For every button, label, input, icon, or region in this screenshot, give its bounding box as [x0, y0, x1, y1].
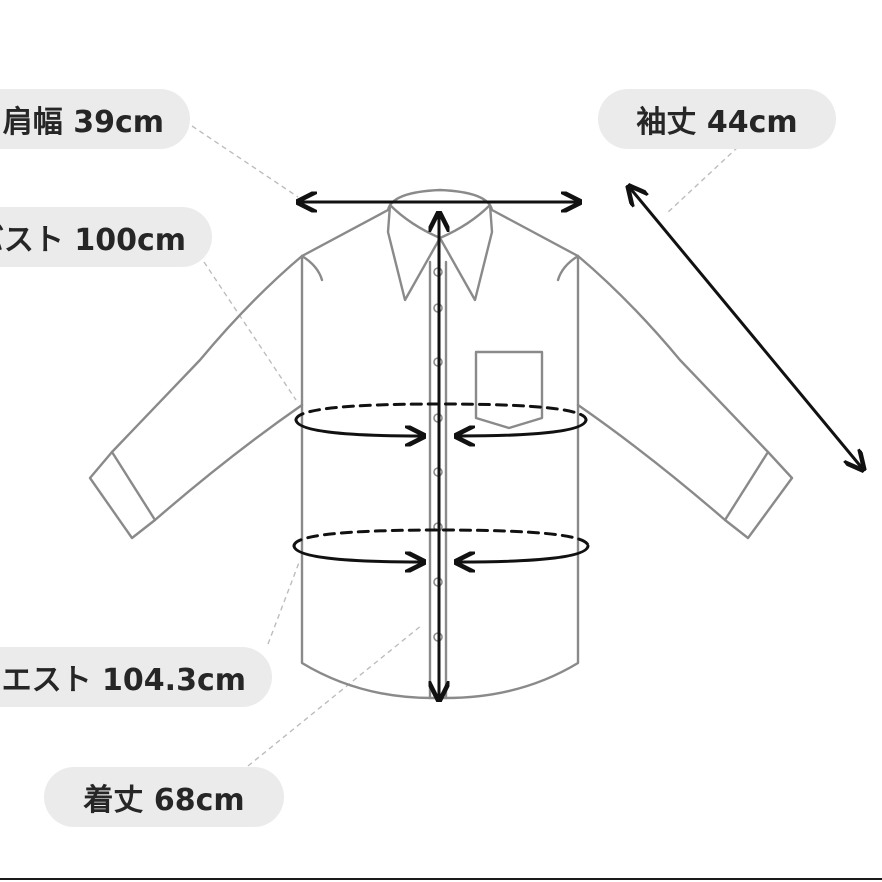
chest-ellipse-back — [294, 402, 588, 422]
waist-arrow-right — [458, 544, 590, 562]
shirt-outline — [88, 188, 794, 700]
chest-label: バスト 100cm — [0, 207, 212, 267]
sleeve-arrow — [630, 188, 862, 468]
collar-band — [386, 188, 494, 212]
collar-left — [386, 203, 442, 302]
sleeve-length-text: 袖丈 44cm — [636, 105, 798, 140]
collar-right — [438, 203, 494, 302]
length-label: 着丈 68cm — [44, 767, 284, 827]
leader-waist — [267, 559, 301, 645]
right-sleeve — [576, 254, 794, 540]
bottom-divider — [0, 878, 882, 880]
yoke-seam-right — [556, 254, 580, 282]
leader-lines — [191, 125, 739, 767]
waist-arrow-left — [292, 544, 422, 562]
shoulder-width-text: 肩幅 39cm — [2, 105, 164, 140]
leader-length — [247, 624, 423, 767]
shoulder-width-label: 肩幅 39cm — [0, 89, 190, 149]
leader-sleeve — [665, 146, 739, 215]
waist-label: ウエスト 104.3cm — [0, 647, 272, 707]
length-text: 着丈 68cm — [83, 783, 245, 818]
leader-chest — [203, 261, 297, 401]
waist-text: ウエスト 104.3cm — [0, 663, 246, 698]
left-cuff-line — [110, 450, 157, 522]
leader-shoulder — [191, 125, 299, 198]
yoke-seam — [300, 254, 324, 282]
chest-arrow-right — [458, 418, 588, 436]
left-sleeve — [88, 254, 304, 540]
sleeve-length-label: 袖丈 44cm — [598, 89, 836, 149]
waist-ellipse-back — [292, 528, 590, 548]
measurement-arrows — [292, 188, 862, 698]
right-cuff-line — [723, 450, 770, 522]
chest-arrow-left — [294, 418, 422, 436]
chest-text: バスト 100cm — [0, 223, 186, 258]
chest-pocket — [474, 350, 544, 430]
